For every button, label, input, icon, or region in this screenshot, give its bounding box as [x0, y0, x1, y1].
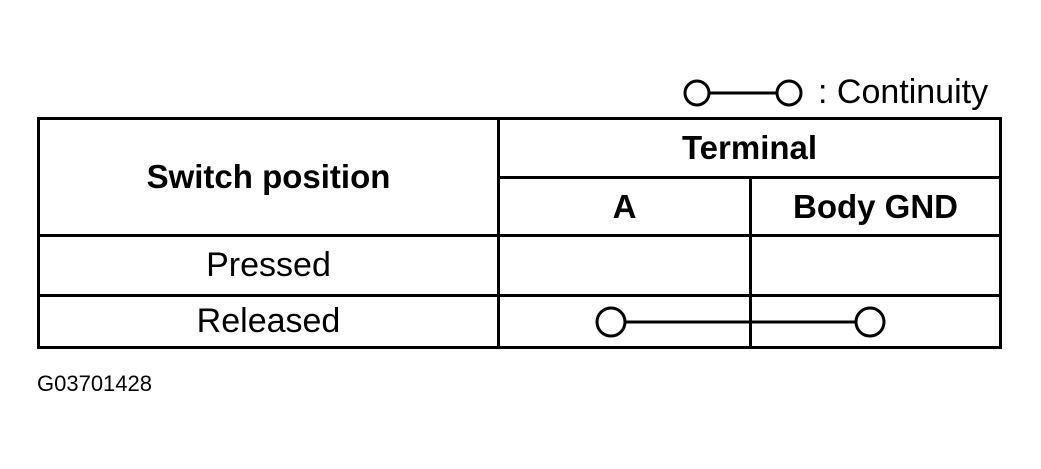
figure-id: G03701428: [37, 371, 152, 396]
continuity-legend: : Continuity: [680, 70, 1010, 114]
row-label-released: Released: [196, 302, 341, 340]
row-label-pressed: Pressed: [206, 246, 331, 284]
continuity-symbol-icon: [683, 79, 803, 107]
divider-horizontal-row: [40, 294, 999, 297]
header-terminal-a: A: [612, 187, 637, 225]
header-terminal-body-gnd: Body GND: [793, 187, 958, 225]
continuity-table: Switch position Terminal A Body GND Pres…: [37, 117, 1002, 349]
header-terminal: Terminal: [681, 129, 818, 166]
header-switch-position: Switch position: [146, 158, 391, 195]
divider-horizontal-header: [40, 234, 999, 237]
divider-horizontal-terminal: [499, 176, 999, 179]
released-continuity-symbol-icon: [595, 306, 886, 338]
legend-label: : Continuity: [818, 73, 989, 111]
divider-vertical-main: [497, 120, 500, 346]
divider-vertical-terminal: [749, 177, 752, 346]
